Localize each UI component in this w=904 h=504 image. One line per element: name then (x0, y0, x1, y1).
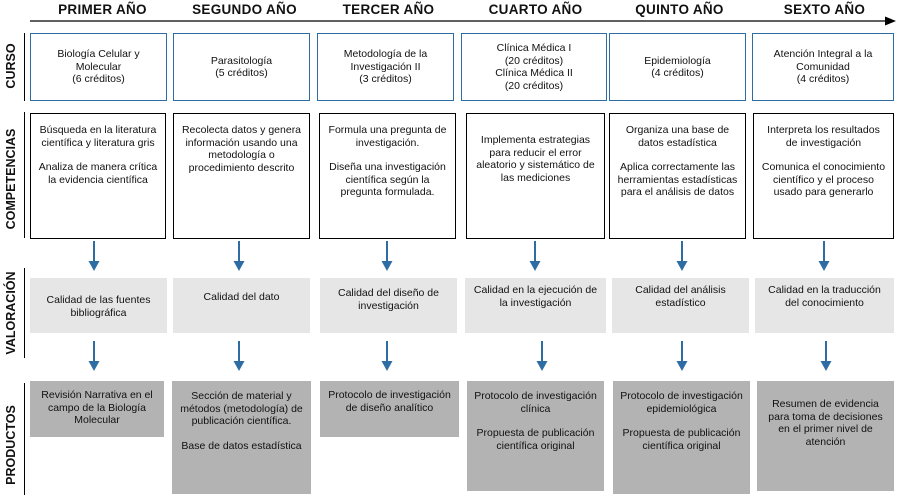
productos-cell-2: Sección de material y métodos (metodolog… (172, 381, 311, 494)
row-separator-curso (24, 33, 25, 101)
timeline-arrow (30, 16, 896, 26)
row-label-productos: PRODUCTOS (4, 405, 18, 485)
year-header-2: SEGUNDO AÑO (192, 2, 297, 17)
productos-cell-5: Protocolo de investigación epidemiológic… (613, 381, 750, 494)
competencias-cell-6: Interpreta los resultados de investigaci… (753, 113, 894, 239)
productos-cell-3: Protocolo de investigación de diseño ana… (320, 381, 459, 437)
arrow-down-icon (818, 241, 830, 271)
competencias-cell-3: Formula una pregunta de investigación.Di… (319, 113, 456, 239)
arrow-down-icon (536, 341, 548, 371)
arrow-down-icon (381, 241, 393, 271)
arrow-down-icon (676, 341, 688, 371)
competencias-cell-4: Implementa estrategias para reducir el e… (466, 113, 605, 239)
productos-cell-1: Revisión Narrativa en el campo de la Bio… (30, 381, 164, 437)
arrow-down-icon (820, 341, 832, 371)
year-header-6: SEXTO AÑO (783, 2, 866, 17)
valoracion-cell-5: Calidad del análisis estadístico (612, 278, 749, 333)
arrow-down-icon (676, 241, 688, 271)
row-label-curso: CURSO (4, 43, 18, 89)
arrow-down-icon (233, 241, 245, 271)
curso-cell-5: Epidemiología(4 créditos) (609, 33, 746, 101)
row-label-competencias: COMPETENCIAS (4, 128, 18, 230)
row-separator-valoracion (24, 268, 25, 358)
productos-cell-6: Resumen de evidencia para toma de decisi… (757, 381, 894, 491)
year-header-1: PRIMER AÑO (58, 2, 147, 17)
valoracion-cell-2: Calidad del dato (173, 278, 310, 333)
valoracion-cell-3: Calidad del diseño de investigación (320, 278, 457, 333)
arrow-down-icon (529, 241, 541, 271)
row-separator-competencias (24, 112, 25, 238)
arrow-down-icon (88, 241, 100, 271)
row-label-valoracion: VALORACIÓN (4, 271, 18, 355)
year-header-4: CUARTO AÑO (488, 2, 583, 17)
competencias-cell-2: Recolecta datos y genera información usa… (173, 113, 310, 239)
arrow-down-icon (233, 341, 245, 371)
valoracion-cell-6: Calidad en la traducción del conocimient… (755, 278, 894, 333)
arrow-down-icon (381, 341, 393, 371)
year-header-3: TERCER AÑO (342, 2, 435, 17)
year-header-5: QUINTO AÑO (635, 2, 724, 17)
curso-cell-4: Clínica Médica I(20 créditos)Clínica Méd… (461, 33, 607, 101)
competencias-cell-1: Búsqueda en la literatura científica y l… (30, 113, 166, 239)
curso-cell-2: Parasitología(5 créditos) (173, 33, 310, 101)
arrow-down-icon (88, 341, 100, 371)
row-separator-productos (24, 383, 25, 495)
valoracion-cell-1: Calidad de las fuentes bibliográfica (30, 278, 167, 333)
valoracion-cell-4: Calidad en la ejecución de la investigac… (465, 278, 606, 333)
